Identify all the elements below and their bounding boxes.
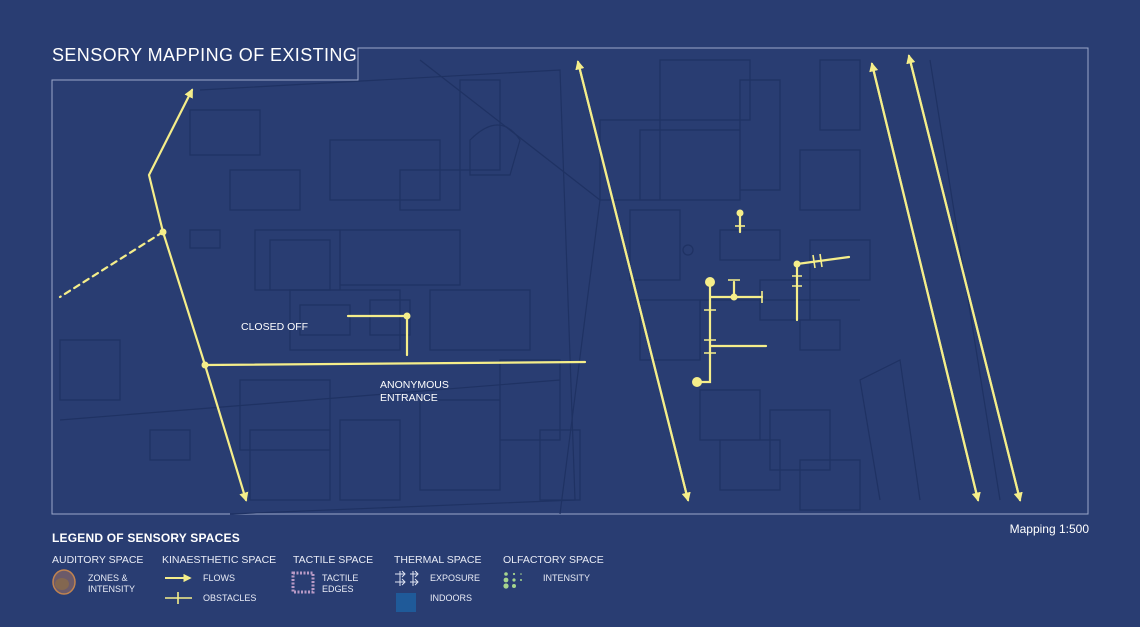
legend-auditory-symbol (52, 569, 76, 595)
base-map (59, 59, 1001, 515)
flow-arrow-south-west-street (203, 363, 249, 502)
flow-interior-east (795, 255, 851, 322)
flow-dashed-branch (58, 230, 165, 299)
legend-item-obstacles: OBSTACLES (203, 593, 257, 603)
label-closed-off: CLOSED OFF (241, 321, 309, 333)
map-frame (51, 47, 1089, 515)
flow-nodes (159, 209, 801, 387)
legend-tactile-icon (291, 571, 315, 594)
legend-indoors-swatch (396, 593, 416, 612)
label-anonymous-entrance: ANONYMOUS ENTRANCE (380, 379, 449, 404)
legend-item-exposure: EXPOSURE (430, 573, 481, 583)
legend-item-tactile-edges: TACTILE EDGES (322, 573, 359, 594)
flow-entrance-path (203, 360, 587, 367)
legend-thermal-exposure-icon (395, 570, 419, 586)
legend-heading-auditory: AUDITORY SPACE (52, 554, 144, 566)
page-title: SENSORY MAPPING OF EXISTING (52, 45, 357, 65)
legend-olfactory-icon (503, 572, 522, 589)
flow-arrow-east-1-down (870, 62, 981, 502)
legend-heading-kinaesthetic: KINAESTHETIC SPACE (162, 554, 277, 566)
scale-label: Mapping 1:500 (1009, 522, 1089, 536)
legend-heading-thermal: THERMAL SPACE (394, 554, 482, 566)
legend-item-indoors: INDOORS (430, 593, 473, 603)
legend-title: LEGEND OF SENSORY SPACES (52, 531, 240, 545)
legend-item-zones-intensity: ZONES & INTENSITY (88, 573, 136, 594)
legend-heading-tactile: TACTILE SPACE (293, 554, 374, 566)
flow-arrow-central-street-head (576, 60, 691, 502)
legend-item-flows: FLOWS (203, 573, 236, 583)
flow-arrow-east-2-down (907, 54, 1023, 502)
legend-obstacle-icon (165, 592, 192, 604)
flow-arrow-north-west-street (147, 88, 207, 367)
legend-heading-olfactory: OLFACTORY SPACE (503, 554, 604, 566)
kinaesthetic-obstacles (704, 225, 823, 354)
kinaesthetic-flows (58, 54, 1023, 502)
legend-item-intensity: INTENSITY (543, 573, 591, 583)
